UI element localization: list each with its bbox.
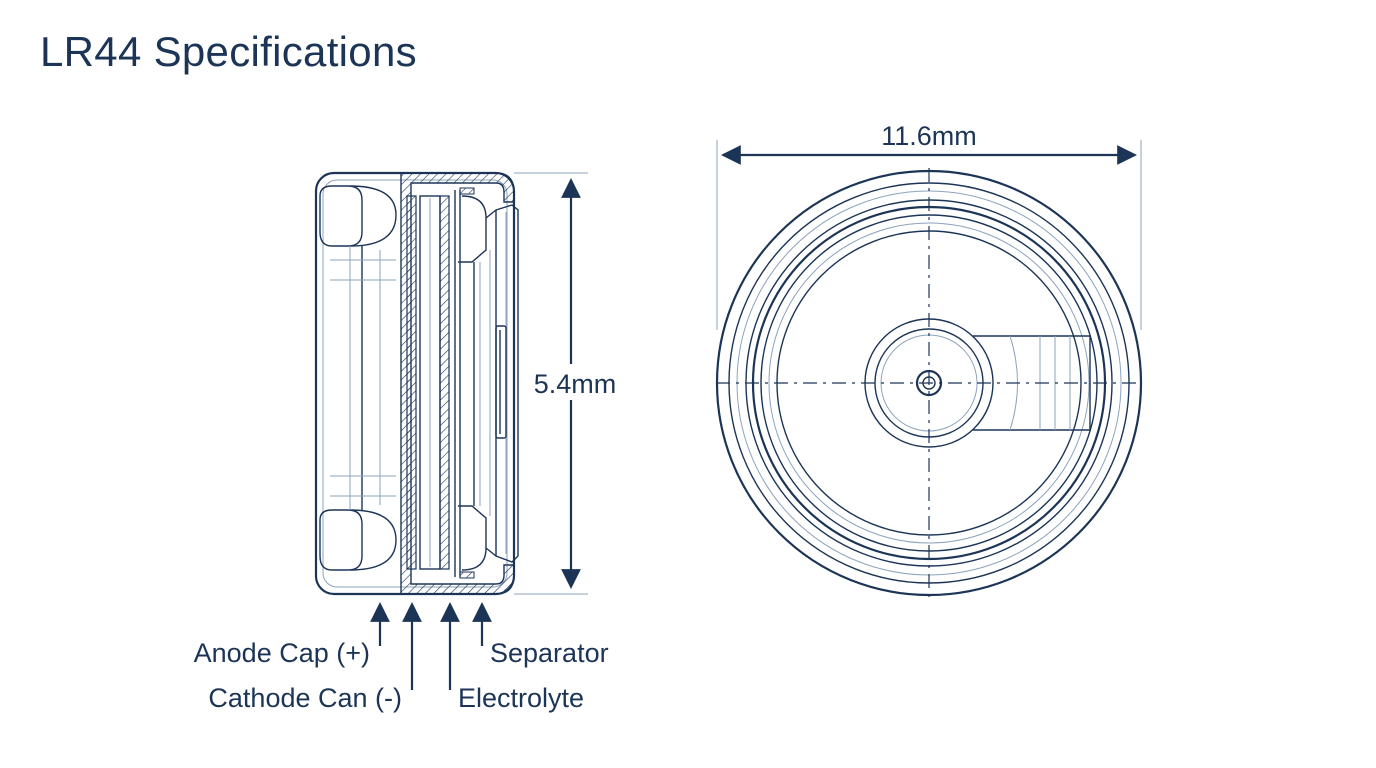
anode-cap-label: Anode Cap (+) (194, 638, 370, 668)
diameter-dimension-label: 11.6mm (881, 121, 977, 151)
anode-cap-top-bulge (319, 185, 363, 247)
separator-layer-1 (406, 195, 417, 570)
side-view: 5.4mm Anode Cap (+) Cathode Can (-) Elec… (194, 171, 620, 713)
height-dimension-label: 5.4mm (534, 369, 617, 399)
separator-label: Separator (490, 638, 609, 668)
separator-layer-2 (439, 195, 450, 570)
anode-cap-bottom-bulge (319, 509, 363, 571)
page-title: LR44 Specifications (40, 28, 417, 75)
electrolyte-label: Electrolyte (458, 683, 584, 713)
top-view: 11.6mm (715, 121, 1143, 598)
cathode-can-label: Cathode Can (-) (208, 683, 402, 713)
cathode-can (400, 172, 515, 595)
contact-tab (973, 335, 1091, 431)
